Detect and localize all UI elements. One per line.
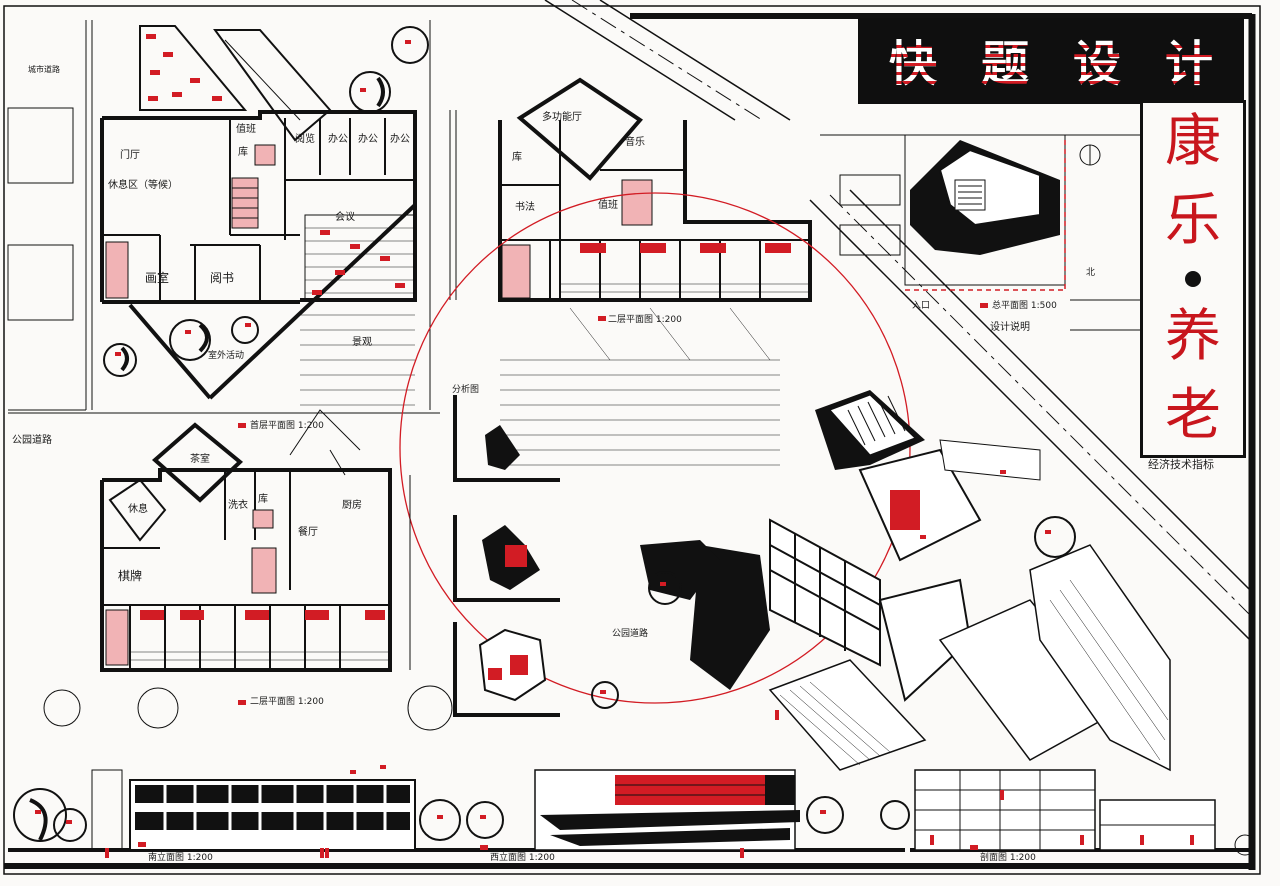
label-room1: 阅览 — [295, 132, 315, 145]
south-elevation — [8, 765, 440, 858]
label-road2: 公园道路 — [612, 627, 648, 639]
red-circle-annotation — [399, 192, 911, 704]
label-second-plan: 二层平面图 1:200 — [250, 696, 324, 707]
label-activity: 室外活动 — [208, 349, 244, 361]
label-second-plan-top: 二层平面图 1:200 — [608, 314, 682, 325]
label-multi-hall: 多功能厅 — [542, 110, 582, 123]
title-char-2: 题 — [964, 28, 1046, 92]
subtitle-char-1: 康 — [1165, 109, 1221, 175]
label-entry: 入口 — [912, 300, 930, 311]
sheet-border — [3, 5, 1261, 875]
upper-floor-plan — [449, 77, 812, 361]
label-green: 景观 — [352, 336, 372, 348]
left-margin-buildings — [7, 107, 86, 411]
subtitle-char-2: 乐 — [1165, 187, 1221, 253]
label-storage3: 库 — [258, 492, 268, 505]
subtitle-char-3: 养 — [1165, 304, 1221, 370]
diagonal-roads — [544, 0, 1251, 641]
label-meeting: 会议 — [335, 210, 355, 223]
label-rest: 休息 — [128, 502, 148, 515]
subtitle-column: 康 乐 养 老 — [1140, 100, 1246, 458]
label-calligraphy: 书法 — [515, 200, 535, 213]
label-storage: 库 — [238, 145, 248, 158]
axonometric-building — [591, 390, 1171, 772]
second-floor-plan — [43, 409, 453, 731]
label-analysis: 分析图 — [452, 383, 479, 395]
analysis-diagrams — [453, 395, 560, 717]
label-room3: 办公 — [358, 132, 378, 145]
hatched-ground — [500, 359, 780, 466]
tech-index-note: 经济技术指标 — [1148, 458, 1214, 471]
subtitle-char-4: 老 — [1165, 382, 1221, 448]
label-reception: 休息区（等候） — [108, 178, 178, 191]
label-room4: 办公 — [390, 132, 410, 145]
ground-floor-plan — [8, 20, 440, 428]
label-kitchen: 厨房 — [342, 498, 362, 511]
label-studio: 画室 — [145, 270, 169, 285]
label-office: 值班 — [236, 122, 256, 135]
label-storage2: 库 — [512, 150, 522, 163]
label-dining: 餐厅 — [298, 525, 318, 538]
section-drawing — [910, 769, 1256, 856]
title-block — [858, 18, 1244, 104]
label-road: 公园道路 — [12, 433, 52, 446]
label-wash: 洗衣 — [228, 498, 248, 511]
label-room2: 办公 — [328, 132, 348, 145]
label-site-note: 设计说明 — [990, 320, 1030, 333]
label-site-plan: 总平面图 1:500 — [992, 299, 1057, 311]
title-text: 快 题 设 计 — [872, 26, 1232, 92]
label-park-road-top: 城市道路 — [28, 64, 60, 74]
title-char-4: 计 — [1148, 28, 1230, 92]
label-section: 剖面图 1:200 — [980, 851, 1036, 863]
title-char-1: 快 — [872, 28, 954, 92]
label-lobby: 门厅 — [120, 148, 140, 161]
label-library: 阅书 — [210, 271, 234, 285]
west-elevation — [325, 769, 910, 858]
title-char-3: 设 — [1056, 28, 1138, 92]
label-ground-plan: 首层平面图 1:200 — [250, 419, 324, 431]
label-tea: 茶室 — [190, 452, 210, 465]
site-plan — [820, 134, 1140, 331]
label-west-elev: 西立面图 1:200 — [490, 851, 555, 863]
label-music: 音乐 — [625, 135, 645, 148]
label-south-elev: 南立面图 1:200 — [148, 851, 213, 863]
subtitle-dot — [1185, 270, 1201, 287]
label-guard: 值班 — [598, 198, 618, 211]
label-north: 北 — [1086, 267, 1095, 278]
plan-labels: 门厅 休息区（等候） 值班 阅览 办公 办公 办公 会议 库 画室 阅书 多功能… — [12, 64, 1095, 863]
label-chess: 棋牌 — [118, 569, 142, 583]
